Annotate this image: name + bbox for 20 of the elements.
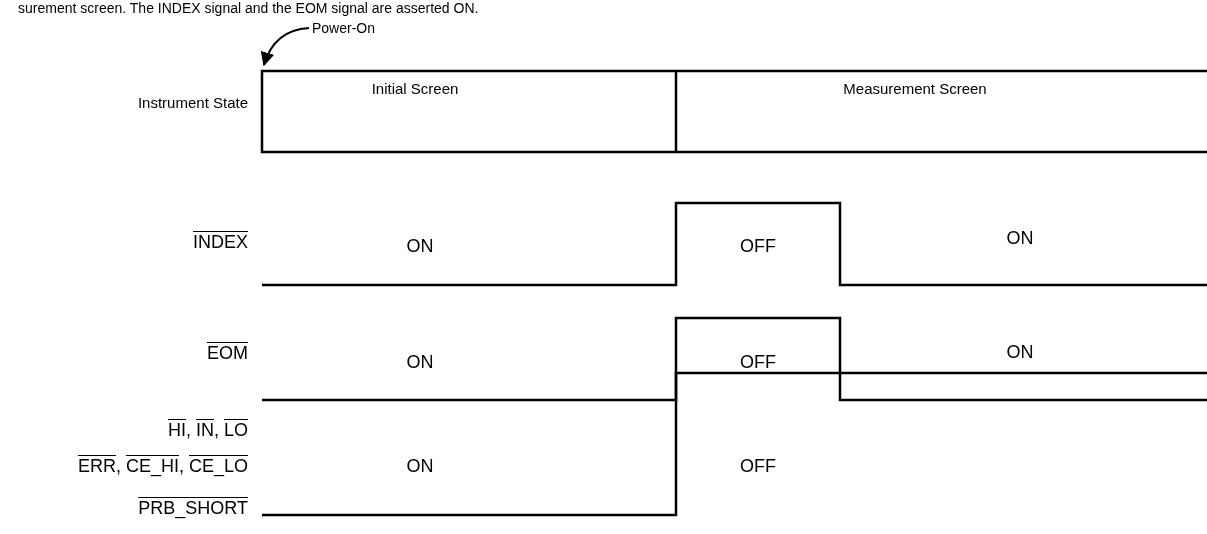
state-timeline-drawing (260, 69, 1207, 154)
signal-name: INDEX (193, 232, 248, 253)
state-label: ON (1006, 228, 1034, 249)
state-label: OFF (740, 456, 776, 477)
state-label: ON (406, 456, 434, 477)
state-label: OFF (740, 352, 776, 373)
state-label: OFF (740, 236, 776, 257)
signal-name: HI, IN, LO (167, 420, 248, 441)
callout-text: Power-On (312, 20, 376, 37)
state-label: Initial Screen (371, 80, 459, 98)
signal-name: PRB_SHORT (138, 498, 248, 519)
state-label: ON (406, 236, 434, 257)
leader-arrow (261, 27, 310, 67)
note-text: surement screen. The INDEX signal and the EOM signal are asserted ON. (18, 0, 479, 17)
row-label: Instrument State (137, 94, 248, 112)
signal-name: ERR, CE_HI, CE_LO (77, 456, 248, 477)
state-label: ON (1006, 342, 1034, 363)
state-label: Measurement Screen (843, 80, 987, 98)
signal-name: EOM (207, 343, 248, 364)
state-label: ON (406, 352, 434, 373)
